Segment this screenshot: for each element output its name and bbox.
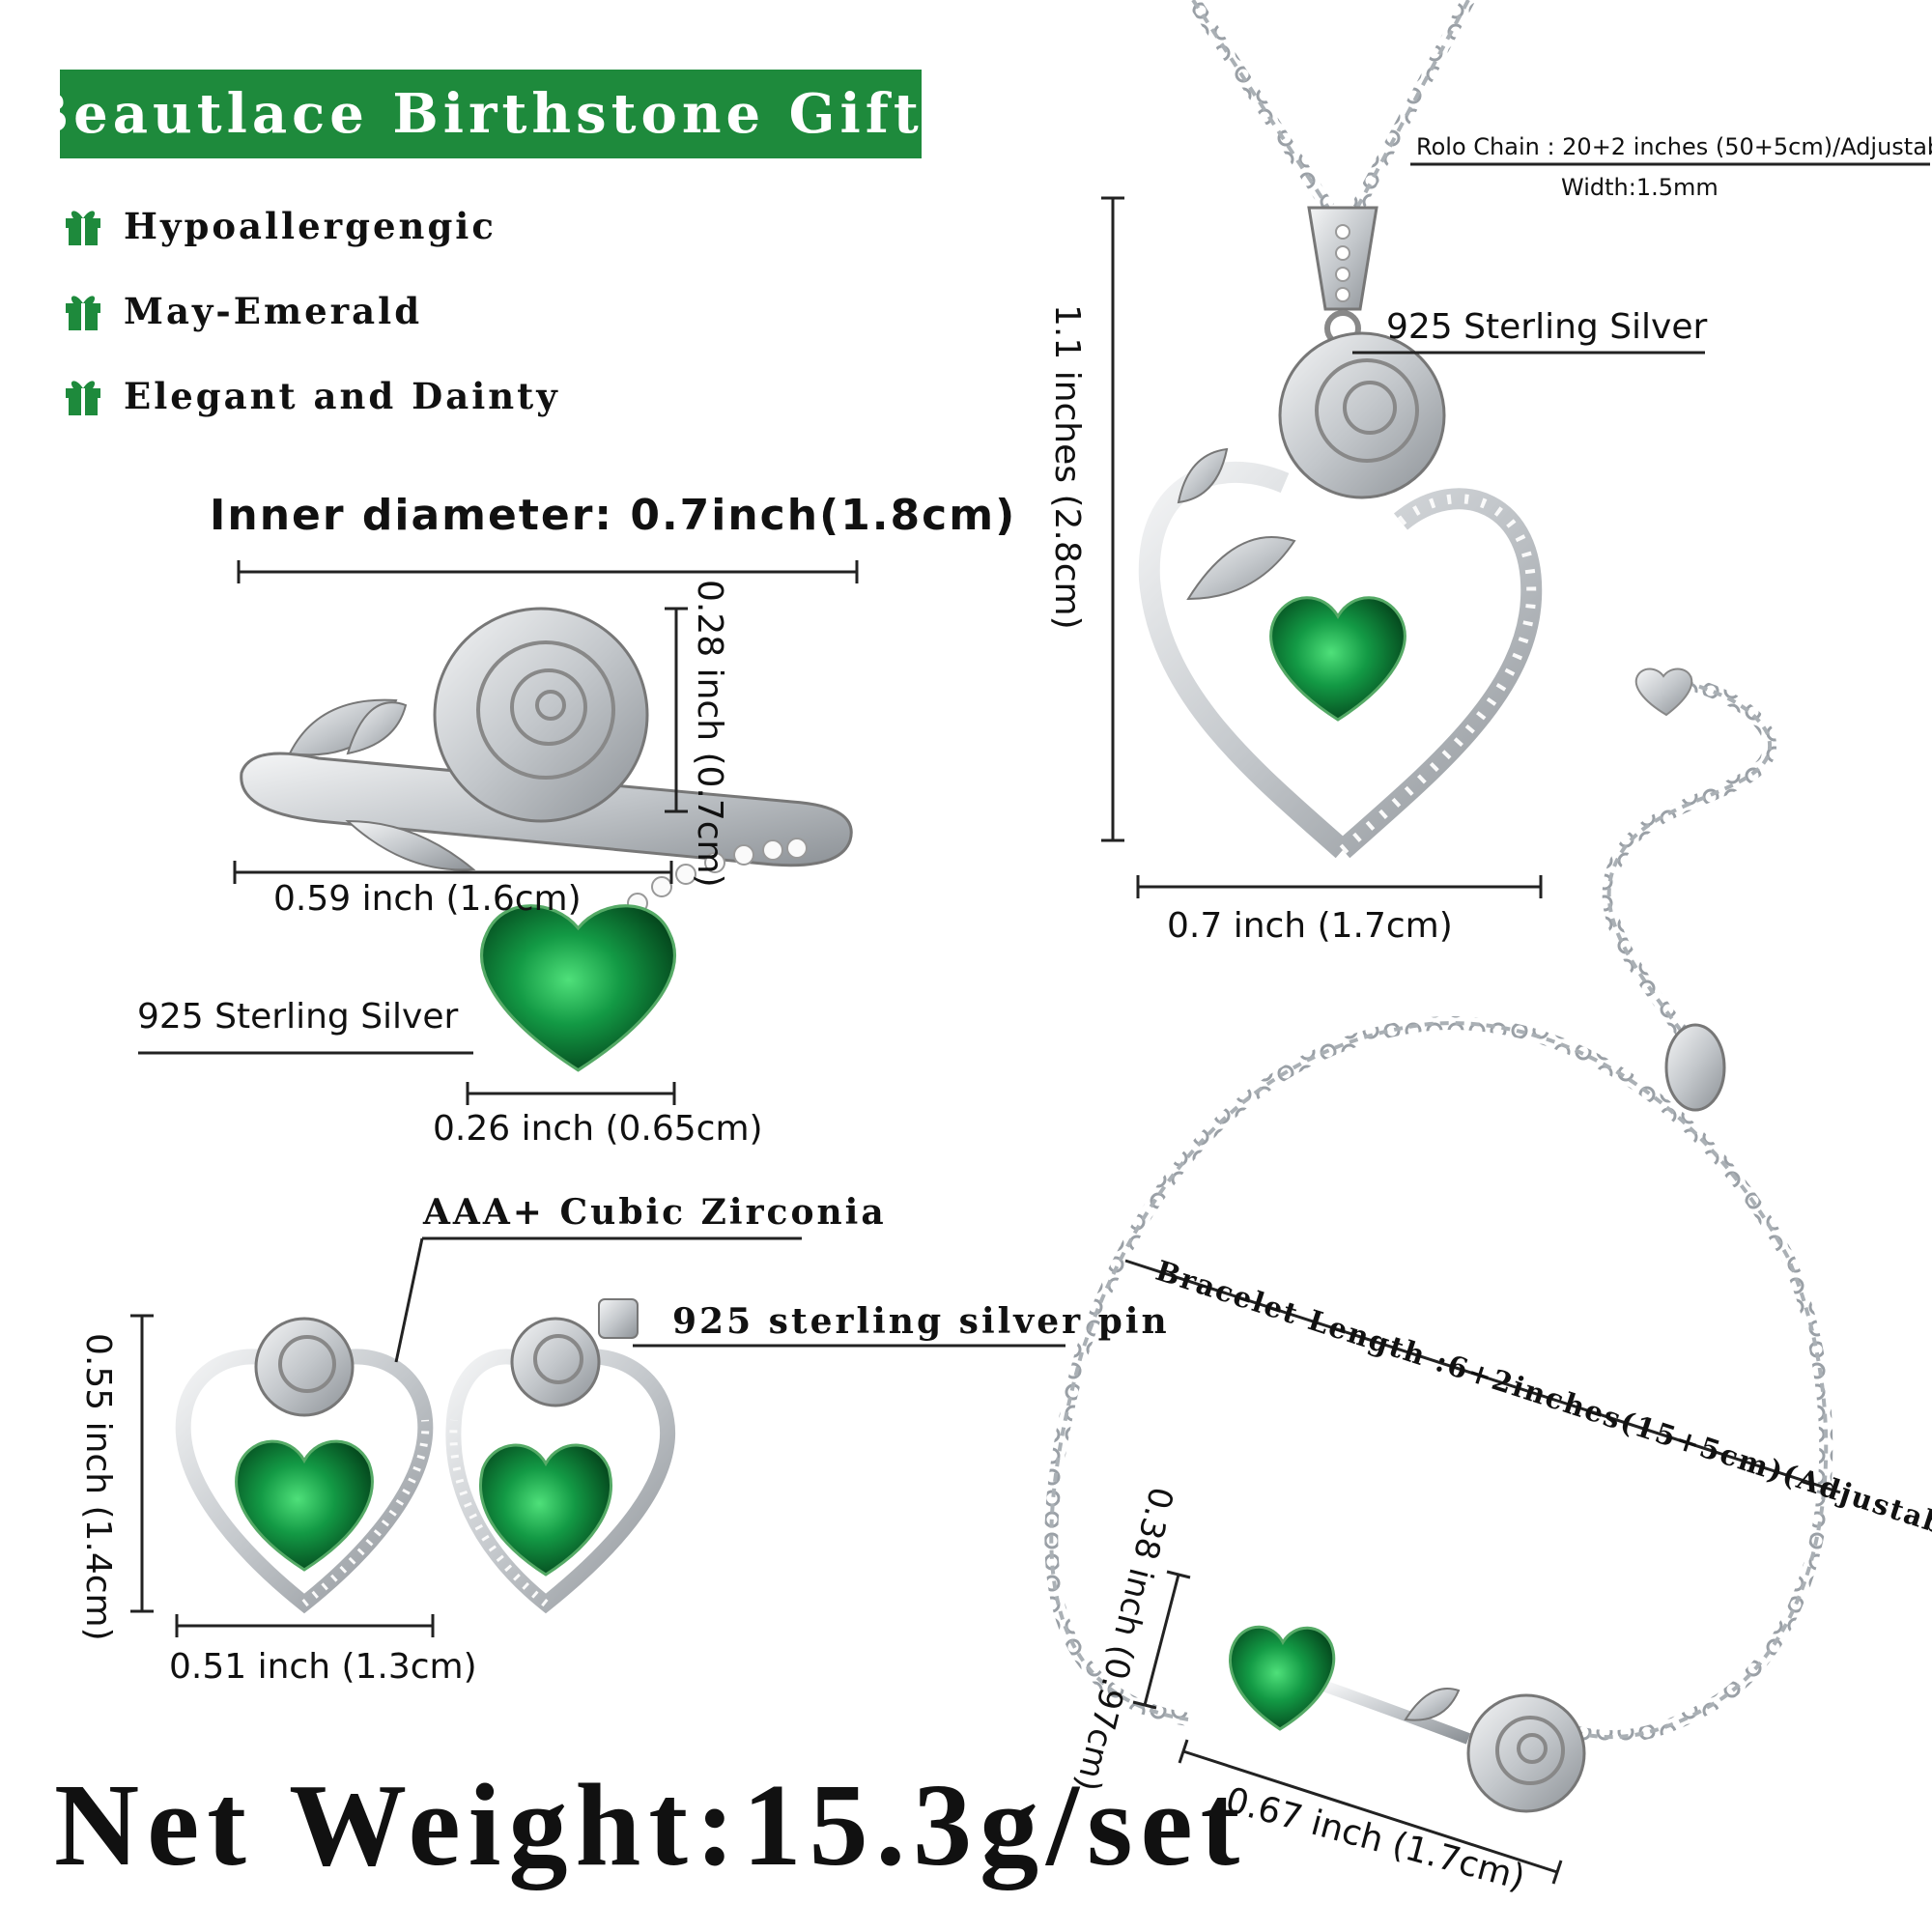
feature-label: Hypoallergengic <box>124 205 497 247</box>
necklace-chain-width-label: Width:1.5mm <box>1561 174 1719 201</box>
gift-icon <box>66 296 100 330</box>
earrings-illustration <box>175 1298 676 1614</box>
feature-label: Elegant and Dainty <box>124 375 560 417</box>
ring-dimension-lines <box>138 560 859 1105</box>
earrings-width-label: 0.51 inch (1.3cm) <box>169 1647 477 1687</box>
ring-height-label: 0.28 inch (0.7cm) <box>690 580 729 888</box>
ring-width-label: 0.59 inch (1.6cm) <box>273 879 582 919</box>
feature-item-elegant-dainty: Elegant and Dainty <box>64 375 560 417</box>
earrings-height-label: 0.55 inch (1.4cm) <box>78 1333 118 1641</box>
feature-label: May-Emerald <box>124 290 423 332</box>
necklace-width-label: 0.7 inch (1.7cm) <box>1167 906 1453 946</box>
necklace-material-label: 925 Sterling Silver <box>1386 307 1708 347</box>
feature-item-may-emerald: May-Emerald <box>64 290 422 332</box>
ring-inner-diameter-label: Inner diameter: 0.7inch(1.8cm) <box>210 491 1017 540</box>
necklace-illustration <box>1138 0 1543 859</box>
brand-banner: Beautlace Birthstone Gifts <box>23 70 953 158</box>
earrings-pin-label: 925 sterling silver pin <box>672 1301 1170 1342</box>
banner-title: Beautlace Birthstone Gifts <box>22 82 959 146</box>
ring-material-label: 925 Sterling Silver <box>137 997 459 1037</box>
earrings-stone-label: AAA+ Cubic Zirconia <box>423 1192 887 1233</box>
gift-icon <box>66 381 100 415</box>
bracelet-illustration <box>1044 668 1833 1813</box>
ring-illustration <box>240 607 853 1072</box>
earrings-dimension-lines <box>130 1236 1065 1637</box>
necklace-chain-label: Rolo Chain : 20+2 inches (50+5cm)/Adjust… <box>1416 133 1932 160</box>
feature-item-hypoallergenic: Hypoallergengic <box>64 205 497 247</box>
ring-stone-width-label: 0.26 inch (0.65cm) <box>433 1109 763 1149</box>
necklace-height-label: 1.1 inches (2.8cm) <box>1047 304 1087 630</box>
net-weight-label: Net Weight:15.3g/set <box>54 1760 1248 1890</box>
gift-icon <box>66 211 100 245</box>
necklace-dimension-lines <box>1101 162 1930 898</box>
bracelet-dimension-lines <box>1124 1259 1841 1885</box>
